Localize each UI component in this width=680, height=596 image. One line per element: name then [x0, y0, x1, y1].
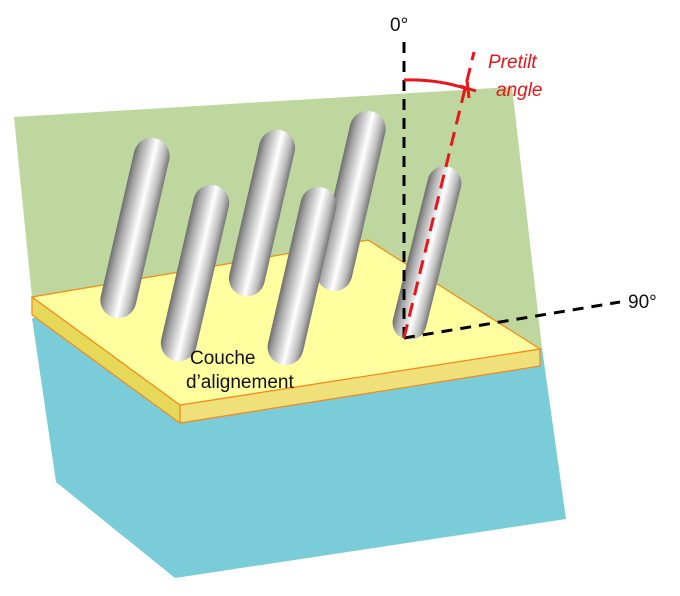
- zero-degree-label: 0°: [390, 15, 408, 36]
- pretilt-angle-arc: [403, 78, 468, 91]
- alignment-layer-label-line1: Couche: [190, 348, 256, 369]
- pretilt-label-line1: Pretilt: [488, 52, 537, 73]
- pretilt-direction-line: [402, 51, 476, 339]
- lc-rod: [160, 184, 230, 362]
- lc-rod: [228, 129, 296, 297]
- lc-rod-pretilted: [392, 166, 462, 340]
- lc-rod: [100, 137, 170, 319]
- pretilt-angle-tick: [465, 79, 471, 99]
- liquid-crystal-rods: [100, 110, 462, 366]
- ninety-degree-label: 90°: [628, 292, 657, 313]
- alignment-layer-label-line2: d’alignement: [186, 372, 294, 393]
- lc-rod: [267, 186, 337, 366]
- lc-rod: [316, 110, 386, 292]
- pretilt-label-line2: angle: [496, 80, 543, 101]
